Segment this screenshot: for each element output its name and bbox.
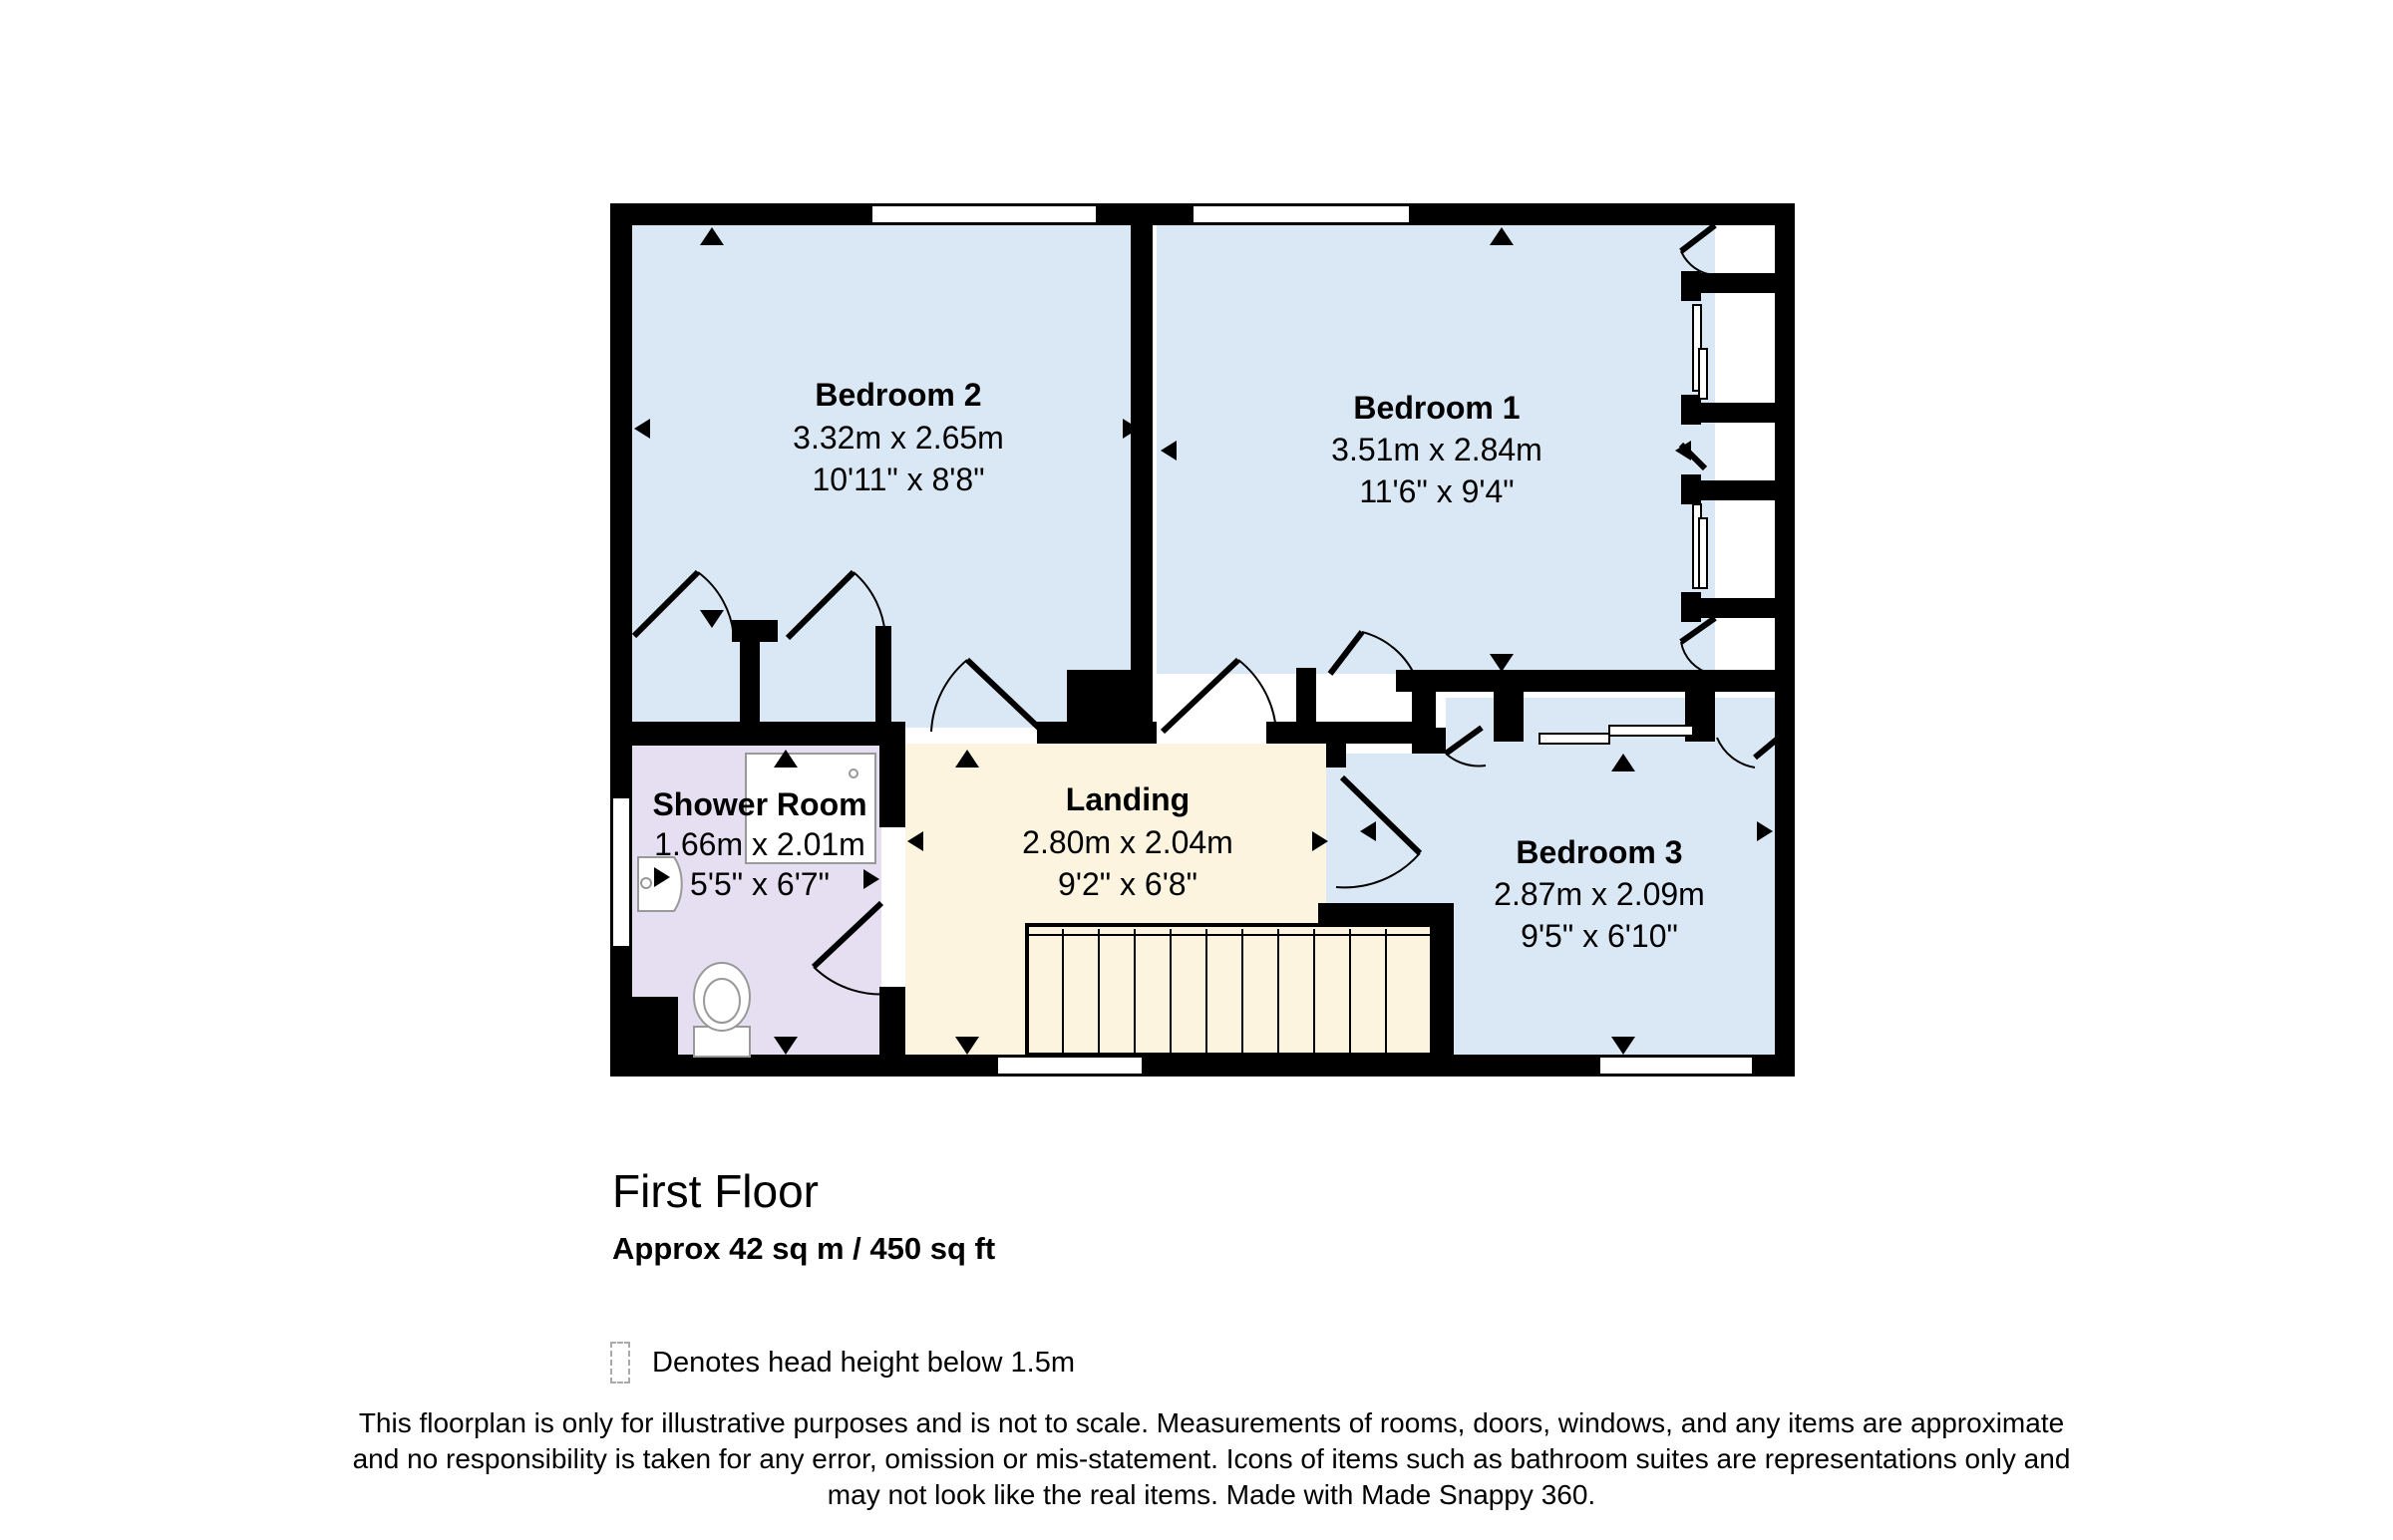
label-bedroom2: Bedroom 2 3.32m x 2.65m 10'11" x 8'8" — [793, 377, 1004, 497]
stairs — [1025, 923, 1434, 1057]
sliding-door-a — [1538, 733, 1610, 745]
shower-room-metric: 1.66m x 2.01m — [654, 826, 865, 862]
bedroom3-area — [1326, 698, 1775, 1055]
bedroom1-metric: 3.51m x 2.84m — [1331, 432, 1542, 467]
label-landing: Landing 2.80m x 2.04m 9'2" x 6'8" — [1022, 781, 1233, 902]
bedroom2-imperial: 10'11" x 8'8" — [812, 462, 984, 497]
interior-walls — [632, 219, 1791, 1077]
window-landing — [996, 1056, 1144, 1076]
windows — [611, 204, 1754, 1076]
dimension-markers — [634, 227, 1773, 1055]
head-height-swatch-icon — [610, 1342, 630, 1384]
door-arc-e — [1361, 631, 1417, 679]
bedroom3-metric: 2.87m x 2.09m — [1494, 876, 1705, 912]
wardrobe-door-b — [1698, 348, 1708, 400]
disclaimer-line-3: may not look like the real items. Made w… — [827, 1479, 1596, 1510]
bedroom1-name: Bedroom 1 — [1353, 390, 1520, 426]
label-bedroom1: Bedroom 1 3.51m x 2.84m 11'6" x 9'4" — [1331, 390, 1542, 509]
legend-text: Denotes head height below 1.5m — [652, 1346, 1076, 1379]
label-shower-room: Shower Room 1.66m x 2.01m 5'5" x 6'7" — [652, 786, 866, 902]
door-arc-h — [1445, 753, 1487, 768]
shower-room-imperial: 5'5" x 6'7" — [690, 866, 830, 902]
label-bedroom3: Bedroom 3 2.87m x 2.09m 9'5" x 6'10" — [1494, 834, 1705, 954]
door-arc-c — [930, 659, 968, 733]
disclaimer: This floorplan is only for illustrative … — [289, 1405, 2134, 1513]
stairs-outline — [1025, 923, 1434, 1057]
bedroom1-imperial: 11'6" x 9'4" — [1359, 473, 1514, 509]
door-bedroom3-cupboard — [1444, 725, 1484, 757]
door-bedroom1-cupboard — [1327, 630, 1365, 676]
sliding-door-b — [1608, 725, 1694, 737]
door-bedroom2-cupboard-a — [631, 569, 701, 639]
washbasin — [637, 856, 683, 912]
door-shower-room — [811, 900, 884, 970]
window-bedroom1 — [1192, 204, 1411, 224]
door-arc-a — [697, 571, 735, 639]
door-arc-j — [1680, 250, 1716, 276]
door-arc-d — [1237, 659, 1277, 733]
landing-metric: 2.80m x 2.04m — [1022, 824, 1233, 860]
door-bedroom2-cupboard-b — [785, 569, 856, 641]
disclaimer-line-1: This floorplan is only for illustrative … — [358, 1407, 2065, 1438]
landing-name: Landing — [1066, 781, 1190, 817]
bedroom3-imperial: 9'5" x 6'10" — [1521, 918, 1678, 954]
window-shower-room — [611, 796, 631, 948]
door-wardrobe-1 — [1679, 222, 1717, 254]
bedroom3-name: Bedroom 3 — [1516, 834, 1682, 870]
door-bedroom2 — [964, 657, 1046, 735]
door-bedroom3-cupboard-b — [1753, 725, 1793, 761]
floor-area: Approx 42 sq m / 450 sq ft — [612, 1231, 996, 1266]
floor-title: First Floor — [612, 1165, 819, 1217]
window-bedroom3 — [1598, 1056, 1754, 1076]
door-bedroom1 — [1160, 657, 1241, 735]
bedroom1-area — [1157, 225, 1715, 674]
bedroom2-metric: 3.32m x 2.65m — [793, 420, 1004, 456]
landing-imperial: 9'2" x 6'8" — [1058, 866, 1197, 902]
door-wardrobe-3 — [1679, 615, 1717, 645]
door-arc-f — [813, 966, 898, 996]
disclaimer-line-2: and no responsibility is taken for any e… — [352, 1443, 2071, 1474]
wardrobe-door-d — [1698, 517, 1708, 589]
door-bedroom3 — [1339, 774, 1423, 856]
window-bedroom2 — [870, 204, 1098, 224]
shower-drain — [849, 769, 858, 778]
doors — [631, 222, 1793, 996]
shower-room-name: Shower Room — [652, 786, 866, 822]
door-arc-i — [1716, 737, 1756, 769]
legend: Denotes head height below 1.5m — [610, 1339, 1075, 1386]
door-arc-k — [1680, 641, 1712, 675]
door-arc-b — [853, 571, 886, 639]
door-arc-g — [1335, 852, 1421, 889]
bedroom2-name: Bedroom 2 — [815, 377, 981, 413]
bathroom-fittings — [637, 753, 876, 1058]
